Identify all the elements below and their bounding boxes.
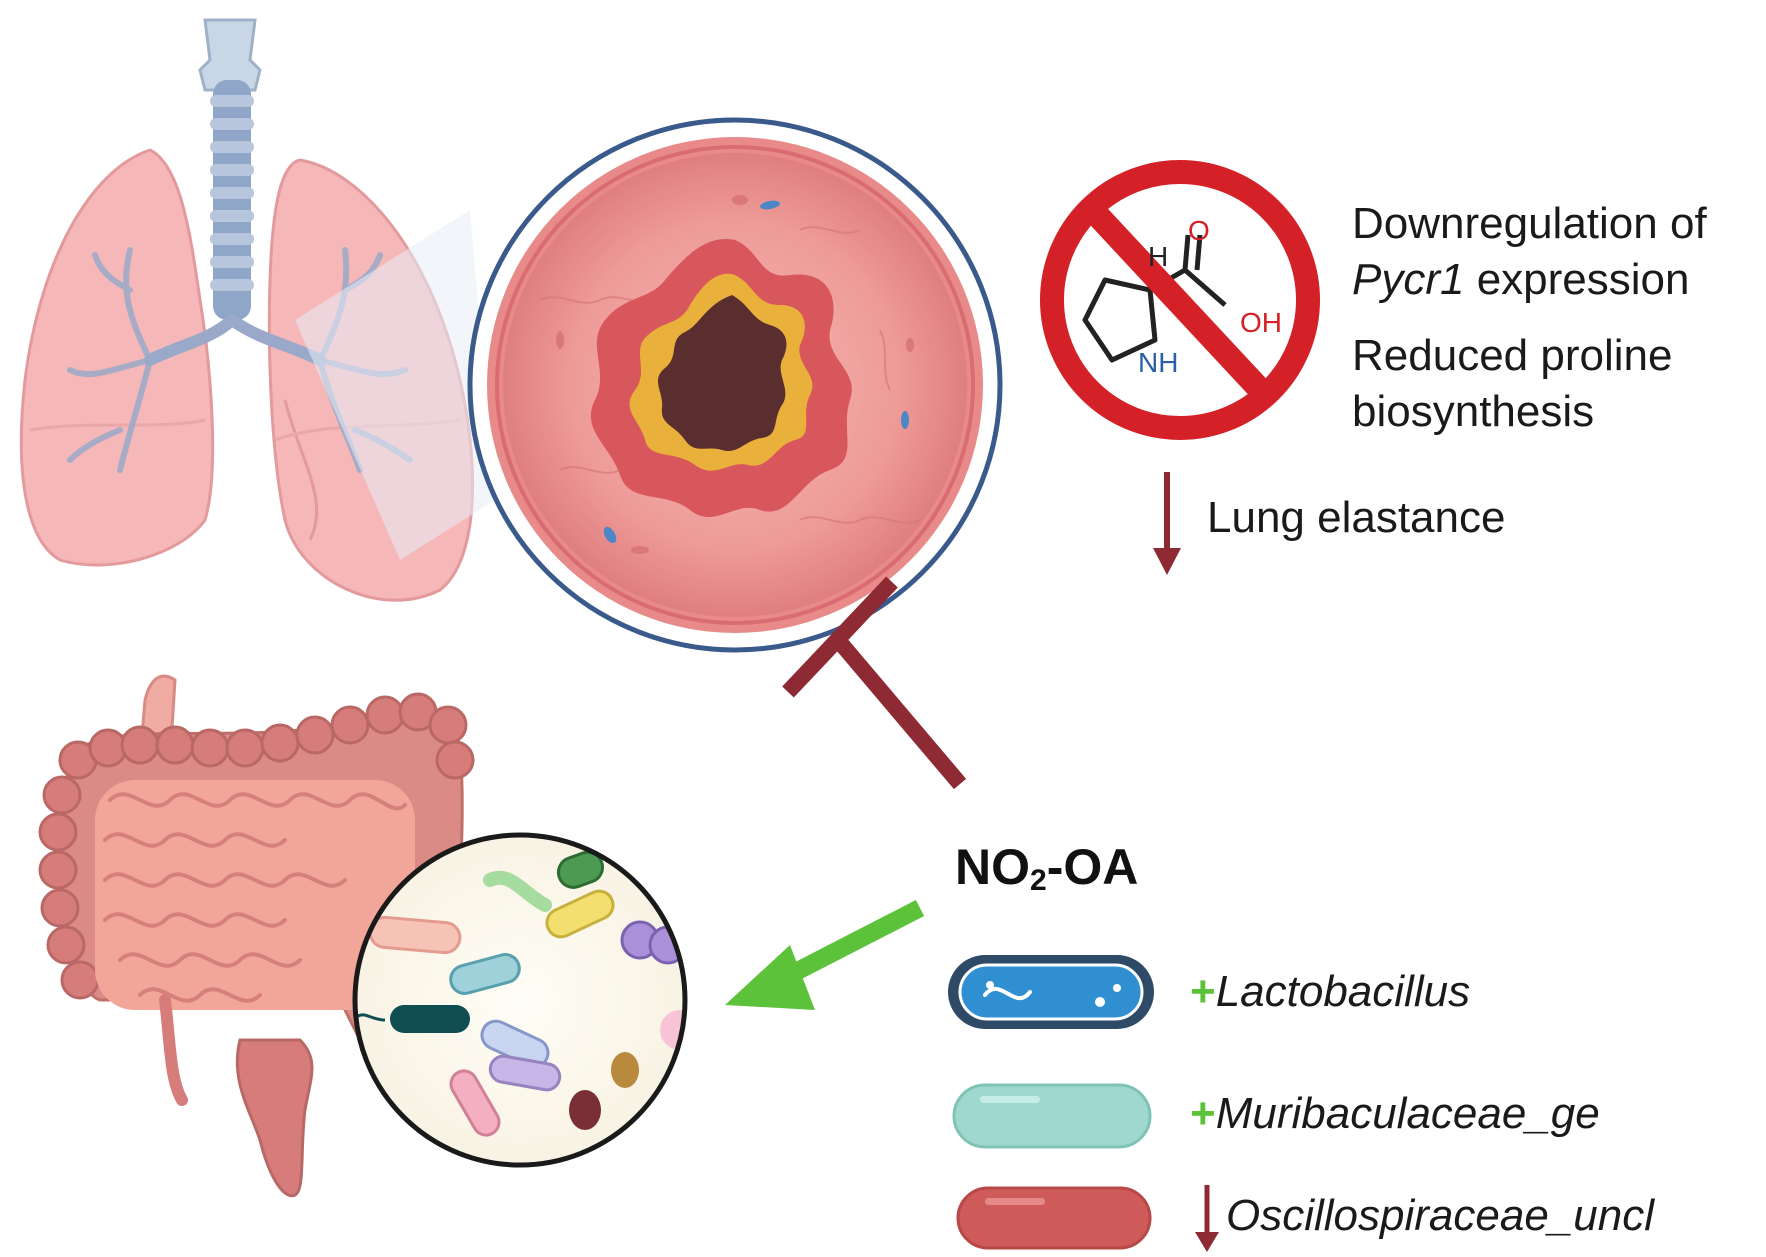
gene-pycr1: Pycr1 bbox=[1352, 255, 1465, 304]
lungs-illustration bbox=[19, 18, 495, 602]
sign-increase: + bbox=[1190, 1089, 1216, 1138]
drug-subscript: 2 bbox=[1030, 864, 1047, 897]
down-arrow-elastance bbox=[1153, 472, 1181, 575]
airway-cross-section bbox=[467, 117, 1003, 653]
effect-expression: expression bbox=[1464, 255, 1690, 304]
effect-lung-elastance: Lung elastance bbox=[1207, 493, 1506, 542]
no-proline-sign: H O OH NH bbox=[1040, 160, 1320, 440]
atom-oh: OH bbox=[1240, 307, 1282, 338]
atom-o: O bbox=[1188, 215, 1210, 246]
increase-arrow bbox=[725, 899, 925, 1010]
bacteria-name: Muribaculaceae_ge bbox=[1215, 1089, 1600, 1138]
drug-suffix: -OA bbox=[1046, 839, 1139, 895]
microbiome-circle bbox=[352, 832, 688, 1168]
legend-muribaculaceae-shape bbox=[952, 1083, 1152, 1149]
legend-lactobacillus-shape bbox=[948, 955, 1154, 1029]
inhibition-arrow bbox=[782, 576, 967, 790]
drug-label: NO2-OA bbox=[955, 838, 1138, 898]
sign-increase: + bbox=[1190, 967, 1216, 1016]
drug-prefix: NO bbox=[955, 839, 1030, 895]
effect-pycr1-line: Pycr1 expression bbox=[1352, 254, 1690, 306]
atom-nh: NH bbox=[1138, 347, 1178, 378]
atom-h: H bbox=[1148, 241, 1168, 272]
bacteria-oscillospiraceae: ↓Oscillospiraceae_uncl bbox=[1196, 1190, 1654, 1256]
effect-downregulation: Downregulation of bbox=[1352, 199, 1707, 248]
legend-oscillospiraceae-shape bbox=[956, 1186, 1152, 1250]
effect-reduced-proline: Reduced proline bbox=[1352, 331, 1673, 380]
bacteria-name: Lactobacillus bbox=[1215, 967, 1471, 1016]
bacteria-name: Oscillospiraceae_uncl bbox=[1226, 1191, 1654, 1240]
down-arrow-oscillo bbox=[1195, 1185, 1219, 1252]
bacteria-muribaculaceae: +Muribaculaceae_ge bbox=[1190, 1088, 1600, 1140]
effect-biosynthesis: biosynthesis bbox=[1352, 387, 1595, 436]
bacteria-lactobacillus: +Lactobacillus bbox=[1190, 966, 1470, 1018]
